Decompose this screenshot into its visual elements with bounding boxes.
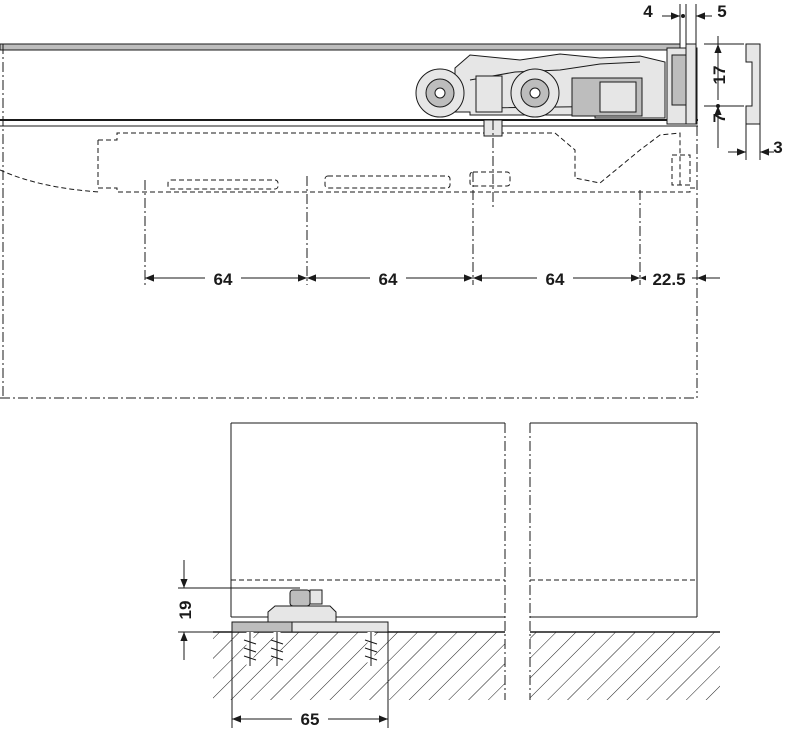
floor-guide-body — [267, 605, 337, 623]
dim-label-end-offset: 22.5 — [652, 270, 685, 289]
hidden-stopper — [671, 154, 691, 186]
dim-bg-2 — [370, 268, 406, 288]
axle-block — [475, 75, 503, 113]
hidden-slot-2 — [324, 175, 451, 189]
floor-guide-roller — [289, 589, 311, 607]
dim-label-spacing-2: 64 — [379, 270, 398, 289]
floor-cut-gap — [505, 632, 530, 702]
hidden-slot-1 — [167, 179, 279, 190]
dim-label-floor-guide-width: 65 — [301, 710, 320, 729]
hidden-slot-3 — [469, 171, 511, 187]
floor-guide-pin — [309, 589, 323, 605]
dim-dot-4-5 — [681, 14, 685, 18]
dim-label-offset-left: 4 — [643, 2, 653, 21]
wheel-right — [510, 68, 560, 118]
wall-curve — [0, 169, 101, 193]
top-dimensions: 64 64 64 22.5 4 5 17 7 3 — [144, 2, 783, 289]
screw-2 — [270, 632, 284, 666]
dim-label-spacing-3: 64 — [546, 270, 565, 289]
floor-hatch-right — [530, 632, 720, 700]
dim-bg-1 — [205, 268, 241, 288]
track-profile-top — [0, 43, 681, 51]
floor-guide-plate-left — [231, 621, 293, 633]
screw-1 — [243, 632, 257, 666]
floor-guide-view: 19 65 — [176, 422, 720, 729]
wall-bracket — [685, 43, 697, 125]
dim-dot-17-7 — [716, 104, 720, 108]
wheel-left — [415, 68, 465, 118]
dim-label-thickness: 3 — [773, 138, 782, 157]
top-rail-assembly — [0, 43, 761, 399]
dim-label-floor-guide-height: 19 — [176, 601, 195, 620]
dim-bg-65 — [292, 709, 328, 729]
screw-3 — [364, 632, 378, 666]
dim-label-spacing-1: 64 — [214, 270, 233, 289]
dim-bg-3 — [537, 268, 573, 288]
dim-label-offset-right: 5 — [717, 2, 726, 21]
floor-hatch-left — [213, 632, 505, 700]
carriage-block-inner — [599, 81, 637, 113]
dim-label-height-lower: 7 — [710, 113, 729, 122]
dim-bg-4 — [646, 268, 692, 288]
hidden-fitting-outline — [97, 132, 697, 193]
side-profile — [745, 43, 761, 125]
dim-label-height-upper: 17 — [710, 66, 729, 85]
